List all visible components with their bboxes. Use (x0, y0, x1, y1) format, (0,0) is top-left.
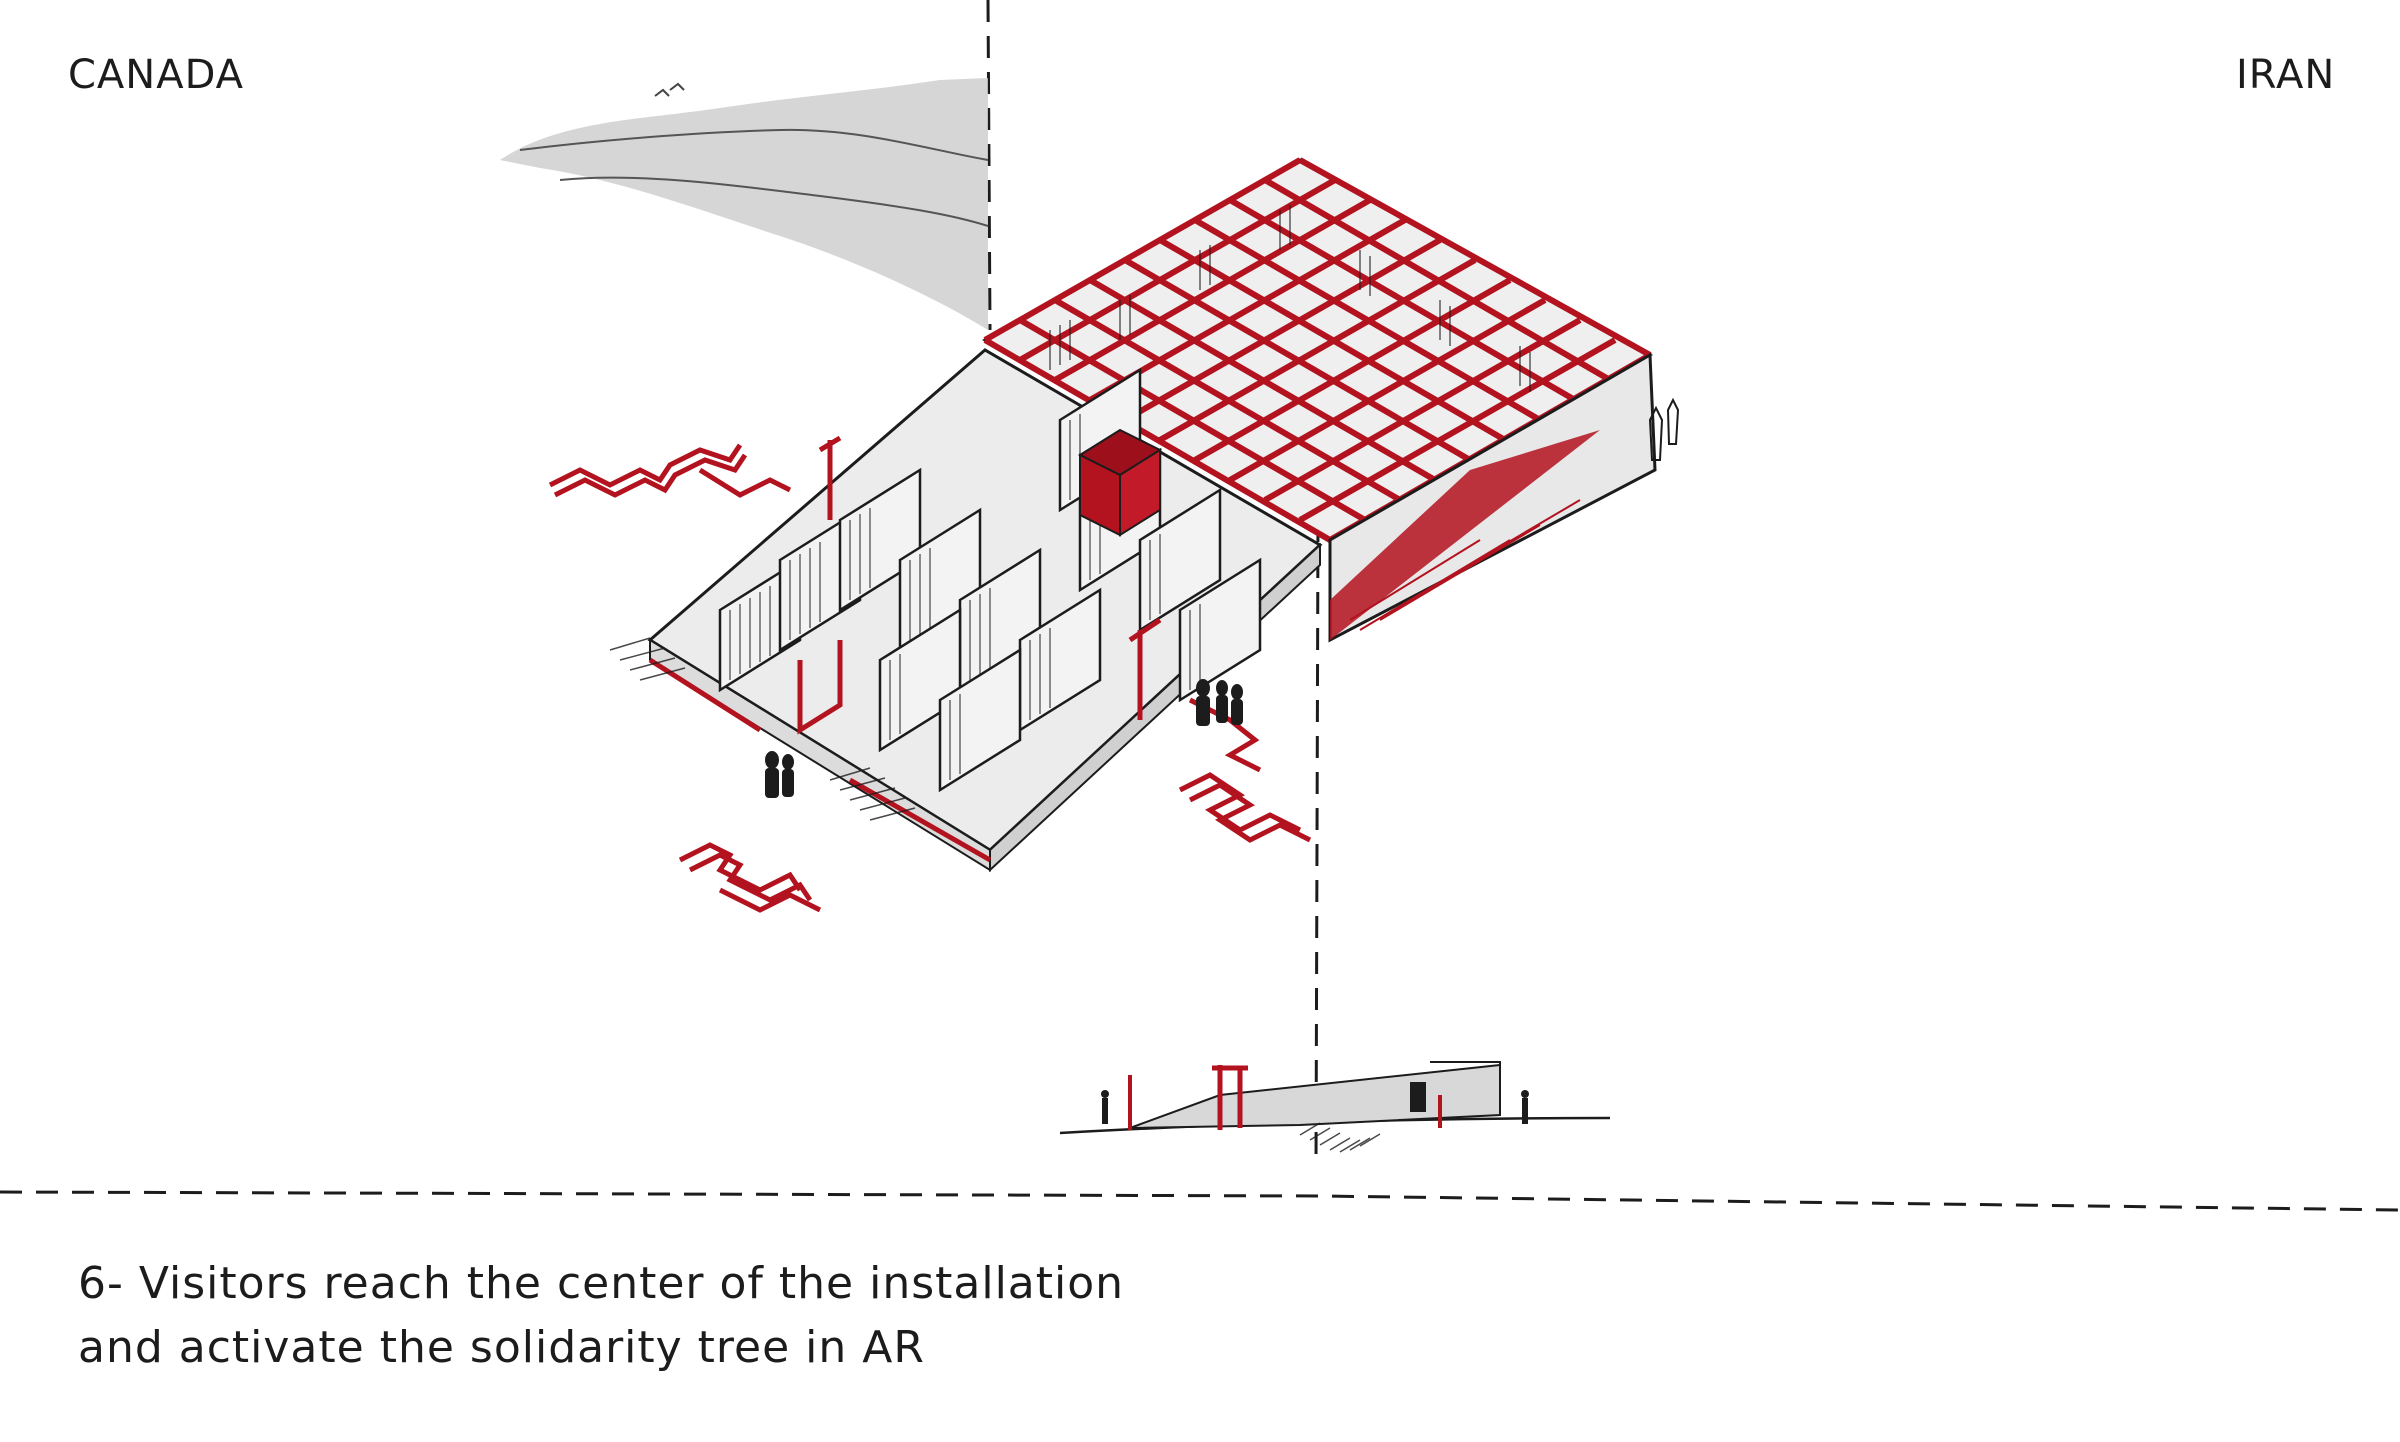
elevation-sketch (1059, 1061, 1611, 1153)
maze-block (609, 348, 1323, 873)
caption-line-2: and activate the solidarity tree in AR (78, 1322, 925, 1373)
center-cube (1077, 428, 1163, 537)
vertical-border-lower (1314, 519, 1320, 1166)
vertical-border-upper (986, 0, 992, 331)
region-label-left: CANADA (68, 52, 245, 98)
caption-line-1: 6- Visitors reach the center of the inst… (78, 1258, 1125, 1309)
ramp (1328, 352, 1657, 643)
horizontal-border (0, 1190, 2400, 1212)
ground-paths (548, 443, 1312, 913)
cloud-sketch (500, 78, 989, 330)
step-caption: 6- Visitors reach the center of the inst… (78, 1252, 1124, 1380)
people-figures (765, 397, 1680, 798)
border-lines (0, 0, 2400, 1212)
region-label-right: IRAN (2236, 52, 2336, 98)
